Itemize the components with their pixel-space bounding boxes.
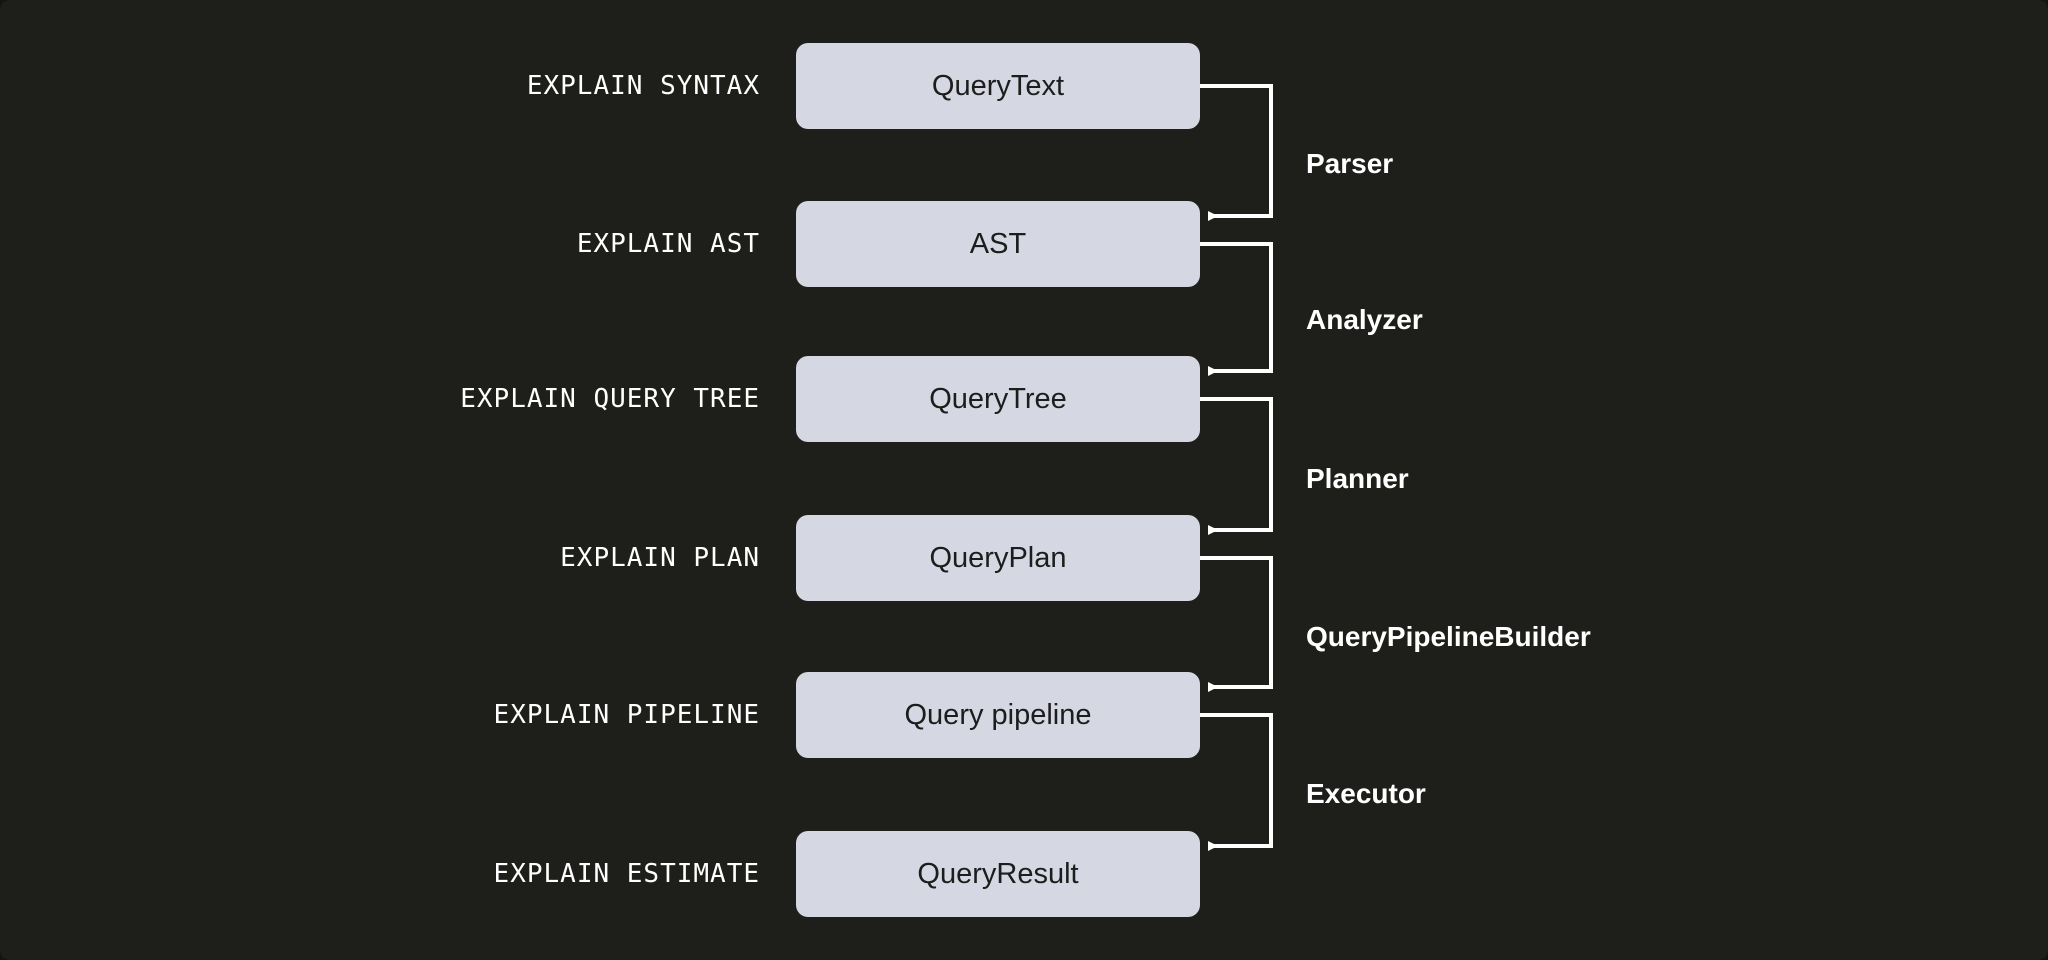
stage-label: Planner	[1306, 463, 1409, 494]
node-label: Query pipeline	[904, 699, 1092, 731]
explain-statement-label: EXPLAIN PIPELINE	[493, 700, 760, 730]
node-label: QueryResult	[917, 858, 1079, 890]
pipeline-row: EXPLAIN PLAN QueryPlan	[0, 515, 2048, 601]
stage-label: QueryPipelineBuilder	[1306, 621, 1591, 652]
node-box[interactable]: QueryResult	[796, 831, 1200, 917]
explain-statement-label: EXPLAIN QUERY TREE	[460, 384, 760, 414]
node-label: QueryText	[931, 70, 1065, 102]
stage-label: Executor	[1306, 778, 1426, 809]
node-label: QueryTree	[929, 383, 1067, 415]
node-box[interactable]: Query pipeline	[796, 672, 1200, 758]
pipeline-row: EXPLAIN PIPELINE Query pipeline	[0, 672, 2048, 758]
node-box[interactable]: QueryTree	[796, 356, 1200, 442]
pipeline-row: EXPLAIN QUERY TREE QueryTree	[0, 356, 2048, 442]
node-box[interactable]: QueryPlan	[796, 515, 1200, 601]
node-box[interactable]: AST	[796, 201, 1200, 287]
explain-statement-label: EXPLAIN PLAN	[560, 543, 760, 573]
pipeline-row: EXPLAIN AST AST	[0, 201, 2048, 287]
stage-label: Parser	[1306, 148, 1394, 179]
explain-statement-label: EXPLAIN ESTIMATE	[493, 859, 760, 889]
node-label: QueryPlan	[929, 542, 1067, 574]
node-label: AST	[969, 228, 1027, 260]
explain-statement-label: EXPLAIN SYNTAX	[526, 71, 760, 101]
stage-label: Analyzer	[1306, 304, 1423, 335]
pipeline-row: EXPLAIN ESTIMATE QueryResult	[0, 831, 2048, 917]
node-box[interactable]: QueryText	[796, 43, 1200, 129]
explain-statement-label: EXPLAIN AST	[576, 229, 760, 259]
pipeline-row: EXPLAIN SYNTAX QueryText	[0, 43, 2048, 129]
